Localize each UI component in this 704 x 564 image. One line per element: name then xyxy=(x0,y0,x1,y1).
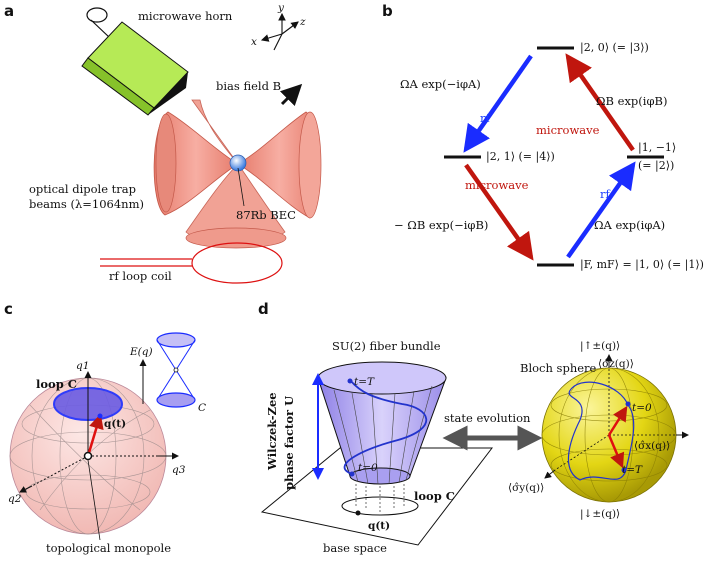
cone-c-label: C xyxy=(198,402,207,414)
rf-loop-coil-icon xyxy=(100,242,283,284)
level-bottom-label: |F, mF⟩ = |1, 0⟩ (= |1⟩) xyxy=(580,258,704,271)
base-space-label: base space xyxy=(323,541,387,555)
bec-label: 87Rb BEC xyxy=(236,208,296,222)
bloch-tT-label: t=T xyxy=(622,464,643,476)
level-top-label: |2, 0⟩ (= |3⟩) xyxy=(580,41,649,54)
panel-a-graphics xyxy=(81,7,322,284)
wilczek-zee-label-1: Wilczek-Zee xyxy=(265,392,279,470)
energy-axis-label: E(q) xyxy=(130,346,153,358)
optical-trap-label-1: optical dipole trap xyxy=(29,182,137,196)
bias-field-arrow xyxy=(279,83,303,107)
coupling-bottom-right: ΩA exp(iφA) xyxy=(594,218,666,232)
bundle-path xyxy=(343,379,428,475)
q-vector xyxy=(86,413,104,457)
coupling-top-left: ΩA exp(−iφA) xyxy=(400,77,481,91)
microwave-arrow-lower xyxy=(464,163,534,261)
t-0-label: t=0 xyxy=(358,462,378,474)
q2-axis-label: q2 xyxy=(8,493,22,505)
level-left-label: |2, 1⟩ (= |4⟩) xyxy=(486,150,555,163)
rf-label-lower: rf xyxy=(600,187,610,201)
microwave-arrow-upper xyxy=(565,53,635,152)
down-state-label: |↓±(q)⟩ xyxy=(580,508,621,520)
bloch-trajectory xyxy=(567,381,635,481)
rf-arrow-upper xyxy=(463,54,533,153)
energy-cone-icon xyxy=(139,332,196,408)
panel-letter-c: c xyxy=(4,300,13,318)
optical-dipole-trap-beams xyxy=(153,99,322,249)
microwave-label-upper: microwave xyxy=(536,123,600,137)
axis-z-label: z xyxy=(300,16,306,28)
monopole-point xyxy=(83,451,93,461)
monopole-label: topological monopole xyxy=(46,541,172,555)
state-evolution-label: state evolution xyxy=(444,411,531,425)
up-state-label: |↑±(q)⟩ xyxy=(580,340,621,352)
panel-letter-a: a xyxy=(4,2,15,20)
panel-b-graphics xyxy=(444,46,664,267)
rf-loop-coil-label: rf loop coil xyxy=(109,269,172,283)
bloch-t0-label: t=0 xyxy=(632,402,652,414)
loop-c-label: loop C xyxy=(36,377,77,391)
panel-c-graphics xyxy=(9,332,196,541)
optical-trap-label-2: beams (λ=1064nm) xyxy=(29,197,144,211)
bias-field-label: bias field B xyxy=(216,79,282,93)
q3-axis-label: q3 xyxy=(172,464,186,476)
wilczek-zee-label-2: phase factor U xyxy=(282,395,296,490)
fiber-bundle-label: SU(2) fiber bundle xyxy=(332,339,441,353)
coordinate-axes-icon xyxy=(260,12,299,51)
base-loop xyxy=(341,496,419,516)
base-qt-label: q(t) xyxy=(368,520,391,532)
qt-label: q(t) xyxy=(104,418,127,430)
rf-label-upper: rf xyxy=(480,111,490,125)
level-right-label-1: |1, −1⟩ xyxy=(638,141,677,154)
panel-d-graphics xyxy=(260,354,689,546)
sigma-x-label: ⟨σ̂x(q)⟩ xyxy=(634,440,671,452)
coupling-bottom-left: − ΩB exp(−iφB) xyxy=(394,218,489,232)
microwave-label-lower: microwave xyxy=(465,178,529,192)
rf-arrow-lower xyxy=(566,161,636,259)
bec-sphere xyxy=(229,154,247,172)
sigma-y-label: ⟨σ̂y(q)⟩ xyxy=(508,482,545,494)
panel-letter-b: b xyxy=(382,2,393,20)
coupling-top-right: ΩB exp(iφB) xyxy=(596,94,668,108)
axis-y-label: y xyxy=(278,2,284,14)
bloch-sphere-label: Bloch sphere xyxy=(520,361,597,375)
axis-x-label: x xyxy=(251,36,257,48)
base-loop-label: loop C xyxy=(414,489,455,503)
sigma-z-label: ⟨σ̂z(q)⟩ xyxy=(598,358,634,370)
q1-axis-label: q1 xyxy=(76,360,90,372)
microwave-horn-icon xyxy=(81,7,189,116)
level-right-label-2: (= |2⟩) xyxy=(638,159,675,172)
t-T-label: t=T xyxy=(354,376,375,388)
panel-letter-d: d xyxy=(258,300,269,318)
microwave-horn-label: microwave horn xyxy=(138,9,233,23)
